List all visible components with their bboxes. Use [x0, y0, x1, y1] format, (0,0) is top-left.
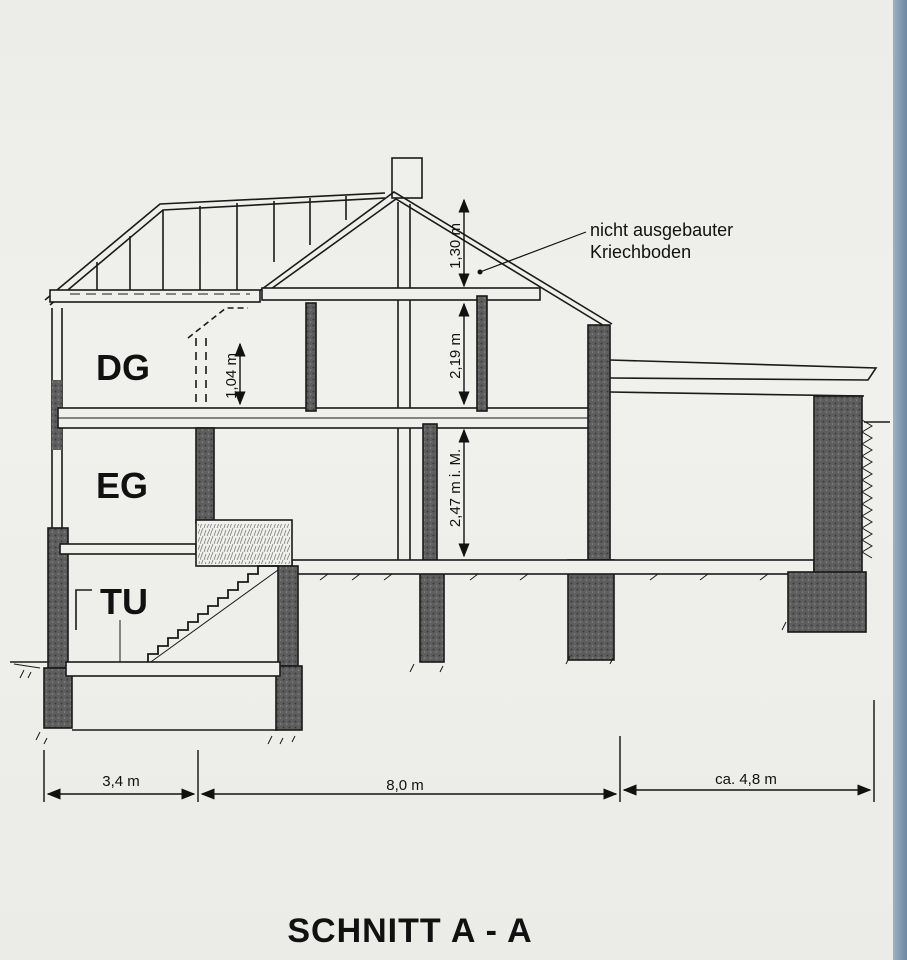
height-label-eg: 2,47 m i. M.	[447, 449, 464, 527]
front-roof	[257, 191, 613, 560]
drawing-title: SCHNITT A - A	[287, 912, 532, 950]
floor-label-dg: DG	[96, 347, 150, 388]
annotation-leader	[479, 231, 587, 273]
page-edge	[893, 0, 907, 960]
width-label-left: 3,4 m	[102, 773, 140, 790]
height-dimensions	[234, 198, 470, 558]
staircase	[147, 565, 279, 665]
dg-knee-wall	[187, 307, 248, 410]
floor-label-tu: TU	[100, 581, 148, 622]
eg-interior-walls	[195, 423, 445, 663]
height-label-knee: 1,04 m	[223, 353, 240, 399]
width-label-right: ca. 4,8 m	[715, 771, 777, 788]
width-dimensions	[43, 700, 875, 802]
height-label-roof: 1,30 m	[447, 223, 464, 269]
rear-eaves-beam	[49, 289, 261, 303]
dg-posts	[305, 295, 488, 412]
annotation-line-2: Kriechboden	[590, 242, 691, 262]
annotation-leader-dot	[477, 269, 483, 275]
ground-hatching	[19, 621, 787, 745]
terrace-extension	[609, 359, 890, 633]
ground-line	[10, 661, 48, 669]
chimney	[391, 157, 423, 199]
basement	[65, 565, 303, 731]
attic-floor-beam	[261, 287, 541, 301]
right-main-wall	[567, 324, 615, 661]
stair-railing	[195, 519, 293, 567]
width-label-middle: 8,0 m	[386, 777, 424, 794]
rear-roof	[44, 192, 386, 306]
dg-floor-slab	[57, 407, 597, 429]
annotation-line-1: nicht ausgebauter	[590, 220, 733, 240]
floor-label-eg: EG	[96, 465, 148, 506]
height-label-dg: 2,19 m	[447, 333, 464, 379]
